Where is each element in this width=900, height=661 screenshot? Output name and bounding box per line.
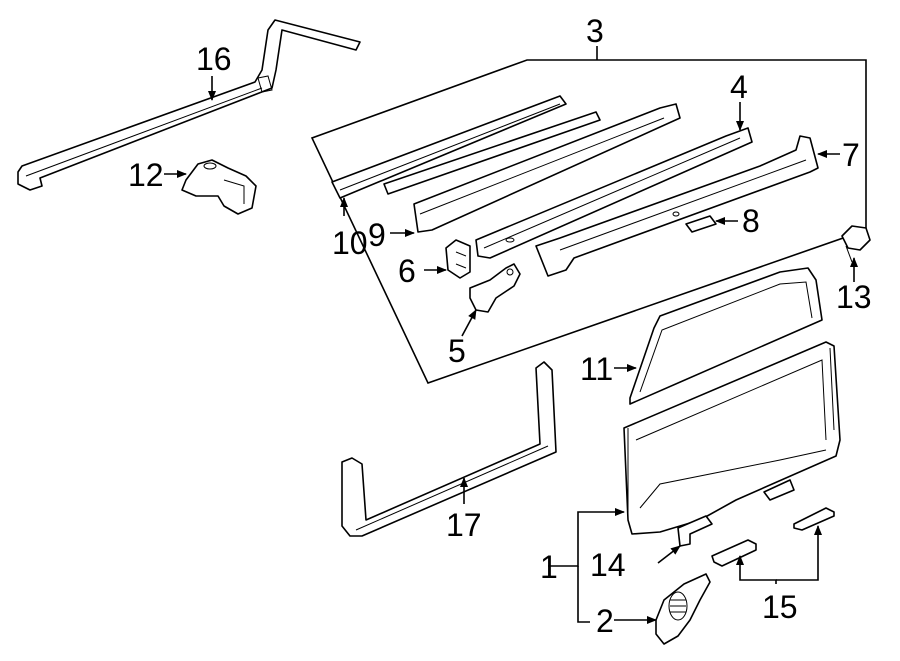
part-11-panel	[629, 267, 823, 405]
assembly-outline	[310, 59, 867, 384]
callout-10: 10	[332, 225, 368, 261]
callout-12: 12	[128, 157, 164, 193]
callout-14: 14	[590, 547, 626, 583]
callout-4: 4	[730, 69, 748, 105]
part-5-brace	[469, 263, 521, 313]
part-17-seal	[341, 361, 557, 537]
part-13-clip	[841, 225, 871, 263]
callout-13: 13	[836, 279, 872, 315]
callout-9: 9	[368, 217, 386, 253]
callout-6: 6	[398, 253, 416, 289]
leader-lines	[164, 46, 858, 624]
part-6-latch	[445, 239, 471, 279]
callout-11: 11	[580, 351, 613, 387]
part-8-pad	[685, 215, 717, 233]
callout-7: 7	[842, 137, 860, 173]
callout-8: 8	[742, 203, 760, 239]
callout-16: 16	[196, 41, 232, 77]
part-12-bracket	[181, 159, 257, 215]
part-4-rail	[475, 127, 753, 259]
part-9-rail	[383, 103, 681, 233]
callout-17: 17	[446, 507, 482, 543]
part-15-handles	[711, 507, 835, 567]
part-16-rail	[17, 19, 361, 191]
callout-2: 2	[596, 603, 614, 639]
part-10-rail	[331, 95, 567, 199]
callout-5: 5	[448, 333, 466, 369]
part-1-gate-panel	[623, 341, 841, 535]
part-7-rail	[535, 135, 819, 277]
callout-15: 15	[762, 589, 798, 625]
part-2-cover	[655, 573, 711, 645]
callout-3: 3	[586, 13, 604, 49]
callout-1: 1	[540, 549, 558, 585]
